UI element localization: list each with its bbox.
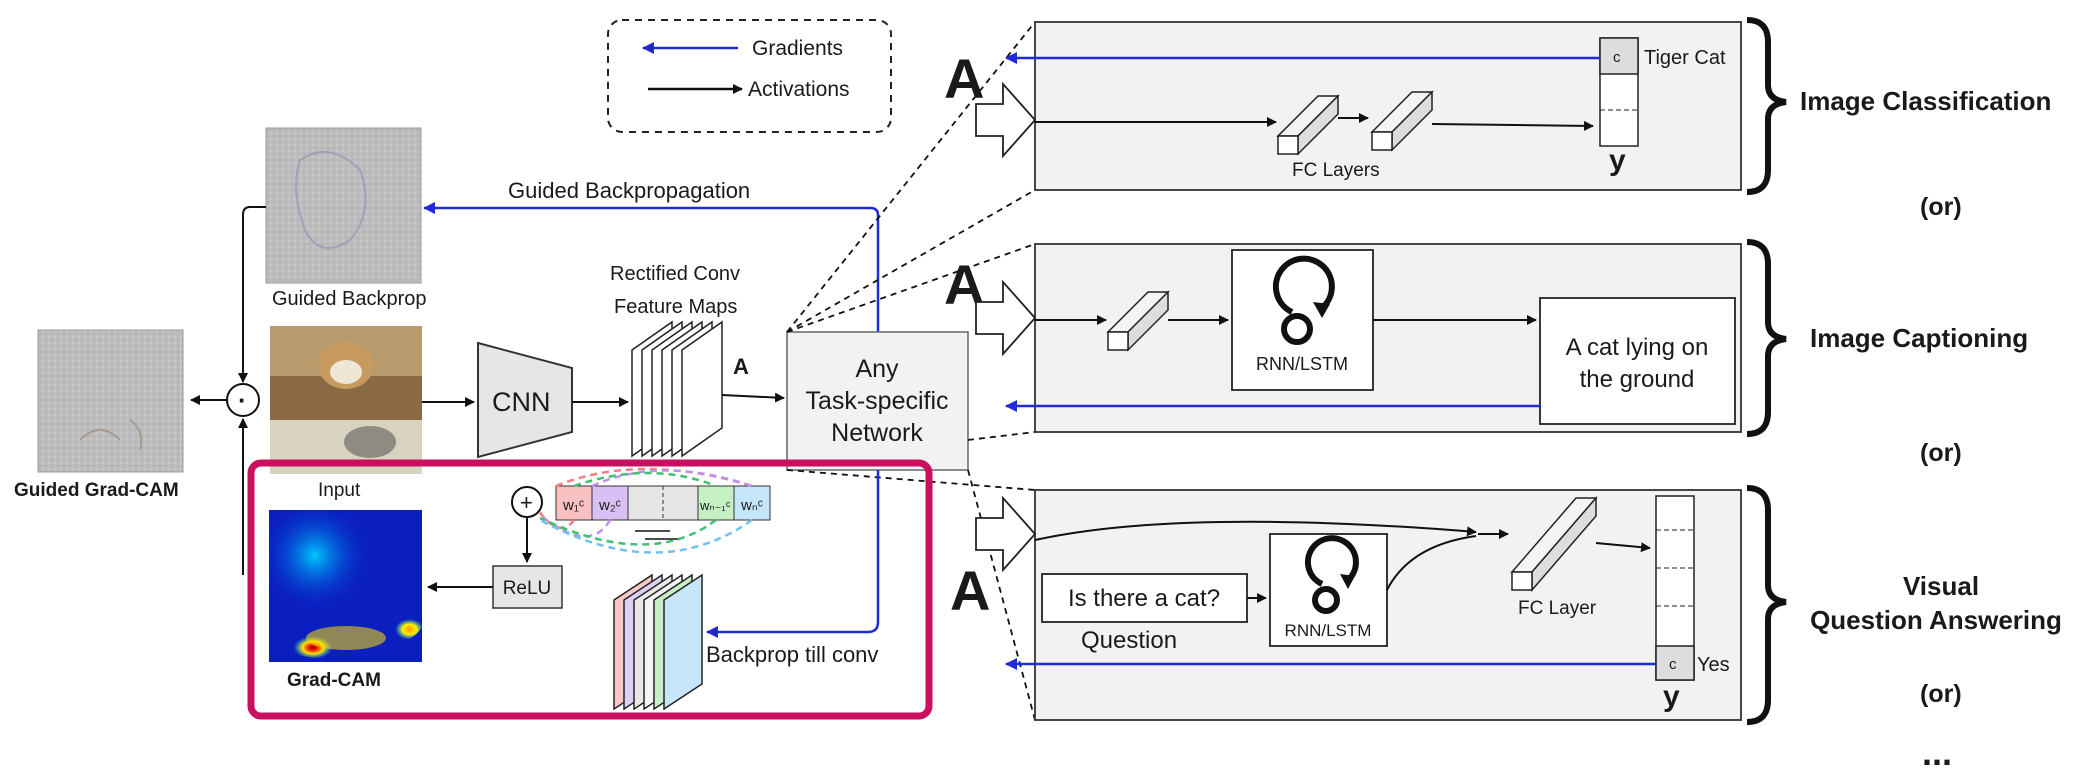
- classification-output-vector: [1599, 37, 1639, 147]
- gradcam-label: Grad-CAM: [287, 670, 381, 691]
- caption-line2: the ground: [1580, 366, 1695, 393]
- vqa-rnn-to-combine-arrow: [1386, 535, 1477, 591]
- weight-w1: w₁ᶜ: [562, 497, 584, 514]
- caption-line1: A cat lying on: [1566, 334, 1709, 361]
- backprop-till-conv-arrow: [706, 470, 880, 638]
- cnn-block: [477, 341, 573, 459]
- backprop-till-conv-label: Backprop till conv: [706, 642, 878, 667]
- captioning-brace: [1746, 239, 1787, 437]
- or-separator-3: (or): [1920, 680, 1962, 708]
- vqa-rnn-label: RNN/LSTM: [1285, 621, 1372, 640]
- weight-wn-1: wₙ₋₁ᶜ: [699, 498, 731, 513]
- vqa-question-label: Question: [1081, 627, 1177, 654]
- legend: Gradients Activations: [607, 19, 892, 133]
- vqa-title-line2: Question Answering: [1810, 605, 2062, 635]
- guided-backprop-outline: [295, 151, 367, 249]
- task-network-line1: Any: [855, 355, 899, 383]
- guided-gradcam-outline: [79, 419, 143, 451]
- classification-fc-label: FC Layers: [1292, 160, 1380, 181]
- gradcam-highlight-box: [247, 459, 933, 720]
- relu-label: ReLU: [503, 578, 552, 599]
- input-label: Input: [318, 480, 361, 501]
- task-network-line3: Network: [831, 419, 923, 447]
- captioning-input-arrow: [975, 279, 1037, 357]
- pointwise-multiply-symbol: ·: [238, 385, 247, 415]
- guided-gradcam-image: [37, 329, 184, 473]
- vqa-c: c: [1669, 656, 1677, 673]
- classification-a: A: [944, 47, 984, 110]
- vqa-output-vector: [1655, 495, 1695, 681]
- vqa-fc-to-output-arrow: [1595, 542, 1651, 553]
- weight-wn: wₙᶜ: [740, 497, 763, 514]
- colored-feature-maps: [613, 573, 703, 711]
- more-tasks-ellipsis: ...: [1922, 732, 1952, 771]
- vqa-question-text: Is there a cat?: [1068, 585, 1220, 612]
- rectified-conv-label-line2: Feature Maps: [614, 296, 737, 318]
- classification-c: c: [1613, 49, 1621, 66]
- classification-fc-to-output-arrow: [1431, 120, 1594, 131]
- vqa-answer: Yes: [1697, 654, 1730, 676]
- guided-backpropagation-label: Guided Backpropagation: [508, 178, 750, 203]
- feature-maps-stack: [631, 320, 723, 458]
- captioning-fc: [1106, 290, 1170, 352]
- captioning-title: Image Captioning: [1810, 323, 2028, 353]
- task-connectors: [786, 21, 1036, 721]
- vqa-brace: [1746, 485, 1787, 725]
- vqa-y: y: [1663, 680, 1680, 713]
- weight-arcs: [536, 467, 753, 554]
- guided-backprop-image: [265, 127, 422, 284]
- weight-vector: [555, 485, 771, 521]
- activation-a-label: A: [733, 354, 749, 379]
- features-to-task-arrow: [721, 392, 785, 403]
- vqa-rnn-loop-icon: [1304, 535, 1359, 587]
- vqa-title-line1: Visual: [1903, 571, 1979, 601]
- vqa-rnn-node-icon: [1312, 586, 1340, 614]
- captioning-rnn-label: RNN/LSTM: [1256, 354, 1348, 374]
- classification-fc-1: [1276, 94, 1340, 156]
- classification-input-arrow: [975, 81, 1037, 159]
- guided-backpropagation-arrow: [423, 202, 880, 470]
- task-network-line2: Task-specific: [805, 387, 948, 415]
- weighted-sum-node: [511, 486, 543, 518]
- legend-activations-label: Activations: [748, 78, 850, 101]
- guided-backprop-image-label: Guided Backprop: [272, 288, 427, 310]
- input-image: [270, 326, 422, 474]
- classification-title: Image Classification: [1800, 86, 2051, 116]
- pointwise-multiply-node: [226, 383, 260, 417]
- captioning-rnn-node-icon: [1281, 313, 1313, 345]
- classification-brace: [1746, 17, 1787, 195]
- legend-gradients-label: Gradients: [752, 37, 843, 60]
- weighted-sum-symbol: +: [520, 490, 533, 515]
- vqa-a: A: [950, 559, 990, 622]
- vqa-fc-layer: [1510, 495, 1598, 593]
- classification-y: y: [1609, 144, 1626, 177]
- or-separator-2: (or): [1920, 439, 1962, 467]
- classification-fc-2: [1370, 90, 1434, 152]
- or-separator-1: (or): [1920, 193, 1962, 221]
- guided-backprop-to-multiply-arrow: [238, 206, 266, 383]
- classification-class-name: Tiger Cat: [1644, 47, 1726, 69]
- cnn-label: CNN: [492, 387, 551, 417]
- vqa-image-to-combine-arrow: [1034, 520, 1477, 541]
- vqa-rnn-loop-arrowhead: [1340, 574, 1355, 589]
- guided-gradcam-label: Guided Grad-CAM: [14, 480, 179, 501]
- rectified-conv-label-line1: Rectified Conv: [610, 263, 740, 285]
- gradcam-heatmap: [269, 510, 424, 662]
- vqa-input-arrow: [975, 495, 1037, 573]
- task-specific-network-box: [786, 331, 969, 471]
- caption-output-box: [1539, 297, 1736, 425]
- vqa-fc-label: FC Layer: [1518, 598, 1597, 619]
- captioning-rnn-loop-icon: [1272, 255, 1335, 315]
- captioning-rnn-loop-arrowhead: [1313, 302, 1330, 318]
- weight-w2: w₂ᶜ: [598, 497, 621, 514]
